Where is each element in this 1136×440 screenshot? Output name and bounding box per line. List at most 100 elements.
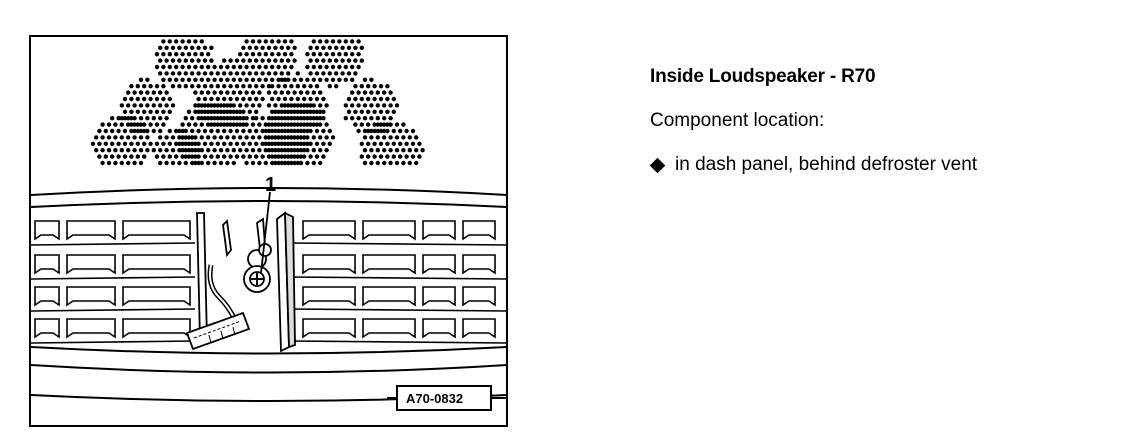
grille-hole — [126, 148, 131, 153]
grille-hole — [225, 64, 230, 70]
grille-hole — [145, 128, 150, 134]
grille-hole — [420, 148, 425, 153]
grille-hole — [206, 135, 211, 140]
grille-hole — [225, 103, 230, 108]
grille-hole — [129, 96, 134, 102]
grille-hole — [190, 148, 195, 153]
grille-hole — [318, 90, 323, 95]
grille-hole — [129, 128, 134, 134]
grille-hole — [359, 84, 364, 89]
grille-hole — [154, 64, 160, 70]
grille-hole — [292, 148, 297, 153]
grille-hole — [180, 128, 185, 134]
grille-hole — [321, 96, 326, 102]
grille-hole — [119, 148, 125, 153]
vent-louvre — [34, 286, 60, 307]
grille-hole — [359, 45, 364, 50]
grille-hole — [289, 39, 294, 44]
grille-hole — [308, 116, 313, 121]
grille-hole — [353, 84, 358, 89]
grille-hole — [378, 84, 384, 89]
grille-hole — [385, 122, 390, 127]
grille-hole — [282, 128, 288, 134]
grille-hole — [244, 52, 249, 57]
grille-hole — [311, 52, 316, 57]
grille-hole — [318, 116, 323, 121]
grille-hole — [356, 116, 361, 121]
grille-hole — [135, 96, 140, 102]
grille-hole — [241, 84, 246, 89]
grille-hole — [366, 128, 371, 134]
grille-hole — [228, 116, 233, 121]
grille-hole — [295, 109, 300, 115]
grille-hole — [250, 160, 256, 166]
grille-hole — [346, 58, 352, 63]
grille-hole — [148, 109, 153, 115]
grille-hole — [177, 84, 182, 89]
grille-hole — [170, 148, 176, 153]
grille-hole — [314, 84, 320, 89]
grille-hole — [254, 45, 259, 50]
grille-hole — [279, 45, 284, 50]
grille-hole — [298, 122, 304, 127]
grille-hole — [196, 128, 201, 134]
grille-hole — [193, 154, 198, 159]
grille-hole — [180, 52, 185, 57]
loudspeaker-connector — [185, 264, 251, 351]
grille-hole — [270, 109, 275, 115]
grille-hole — [241, 116, 246, 121]
grille-hole — [295, 135, 300, 140]
grille-hole — [334, 58, 339, 63]
diamond-bullet-icon — [649, 157, 666, 173]
grille-hole — [254, 141, 259, 146]
grille-hole — [292, 141, 297, 146]
grille-hole — [337, 77, 342, 82]
vent-louvre — [302, 254, 356, 275]
grille-hole — [180, 135, 185, 140]
grille-hole — [135, 128, 140, 134]
grille-hole — [158, 45, 163, 50]
grille-hole — [334, 84, 339, 89]
grille-hole — [222, 109, 227, 115]
grille-hole — [225, 90, 230, 95]
grille-hole — [302, 96, 307, 102]
grille-hole — [145, 103, 150, 108]
grille-hole — [215, 71, 220, 76]
grille-hole — [212, 160, 217, 166]
grille-hole — [407, 135, 412, 140]
grille-hole — [263, 128, 268, 134]
grille-hole — [375, 148, 380, 153]
grille-hole — [199, 160, 204, 166]
grille-hole — [273, 154, 278, 159]
grille-hole — [276, 77, 281, 82]
grille-hole — [311, 77, 316, 82]
grille-hole — [314, 141, 320, 146]
grille-hole — [337, 64, 342, 70]
grille-hole — [343, 103, 348, 108]
grille-hole — [276, 64, 281, 70]
grille-hole — [154, 109, 160, 115]
grille-hole — [292, 128, 297, 134]
vent-louvre — [34, 318, 60, 339]
grille-hole — [388, 148, 393, 153]
grille-hole — [385, 84, 390, 89]
vent-louvre — [422, 318, 456, 339]
grille-hole — [330, 52, 336, 57]
grille-hole — [366, 109, 371, 115]
grille-hole — [126, 135, 131, 140]
grille-hole — [218, 148, 224, 153]
grille-hole — [196, 103, 201, 108]
grille-hole — [401, 135, 406, 140]
grille-hole — [279, 122, 284, 127]
grille-hole — [135, 122, 140, 127]
grille-hole — [145, 135, 150, 140]
grille-hole — [308, 84, 313, 89]
grille-hole — [401, 148, 406, 153]
grille-hole — [209, 122, 214, 127]
grille-hole — [378, 154, 384, 159]
location-item-text: in dash panel, behind defroster vent — [675, 154, 978, 175]
grille-hole — [362, 116, 368, 121]
grille-hole — [186, 52, 192, 57]
grille-hole — [343, 52, 348, 57]
grille-hole — [266, 103, 272, 108]
